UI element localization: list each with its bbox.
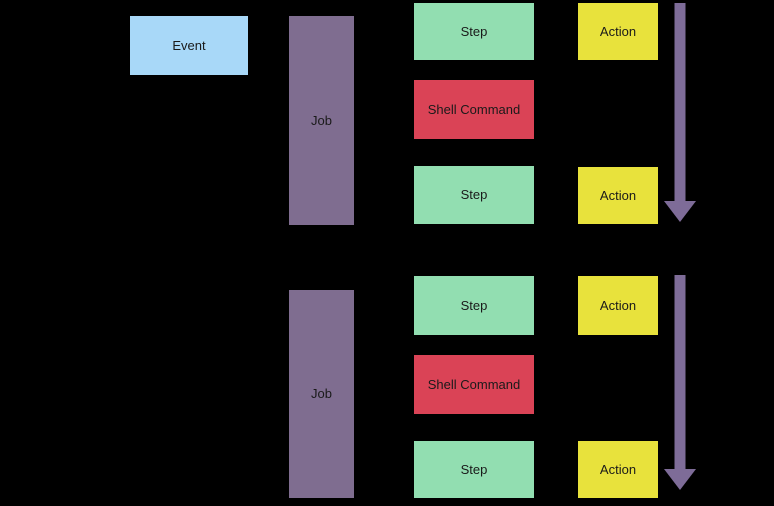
event-label: Event [172,37,206,53]
action-node: Action [578,276,658,335]
job-label: Job [311,112,332,128]
step-label: Step [460,297,488,313]
step-node: Step [414,441,534,498]
step-node: Step [414,166,534,224]
action-node: Action [578,3,658,60]
job-label: Job [311,386,332,402]
shell-command-label: Shell Command [427,101,521,117]
action-node: Action [578,441,658,498]
job-node: Job [289,16,354,225]
shell-command-label: Shell Command [427,376,521,392]
step-label: Step [460,461,488,477]
action-label: Action [599,23,637,39]
action-label: Action [599,461,637,477]
flow-arrow-down-icon [664,3,696,222]
action-label: Action [599,297,637,313]
action-label: Action [599,187,637,203]
step-label: Step [460,187,488,203]
flow-arrow-down-icon [664,275,696,490]
step-node: Step [414,3,534,60]
step-label: Step [460,23,488,39]
event-node: Event [130,16,248,75]
step-node: Step [414,276,534,335]
shell-command-node: Shell Command [414,80,534,139]
shell-command-node: Shell Command [414,355,534,414]
job-node: Job [289,290,354,498]
action-node: Action [578,167,658,224]
